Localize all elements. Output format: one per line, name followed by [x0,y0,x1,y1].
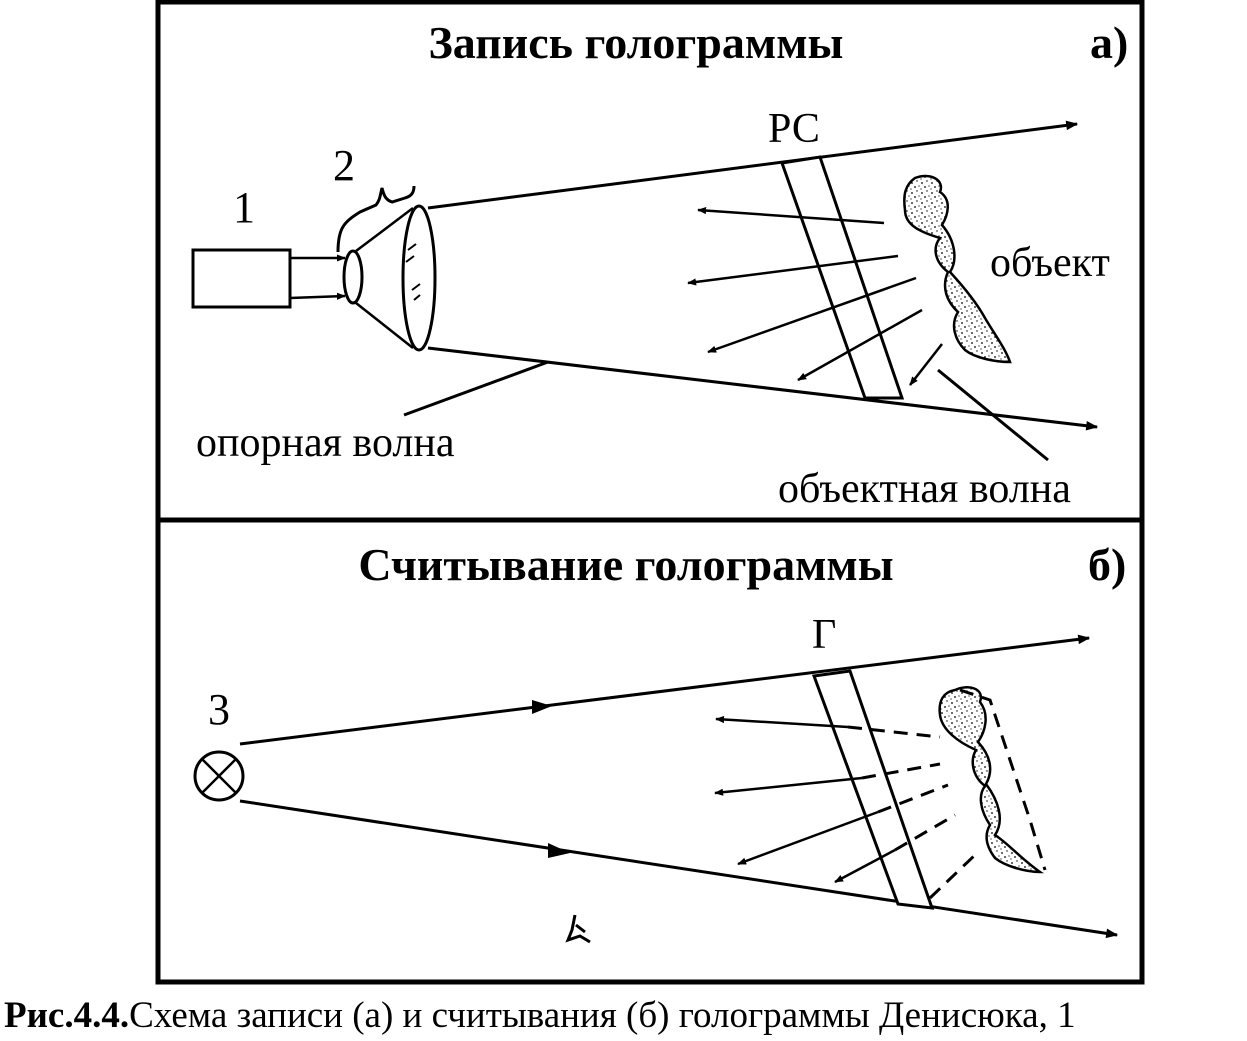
recon-ray-3-dash [877,783,949,814]
panel-a-tag: а) [1090,17,1128,68]
collimator-brace [336,185,416,253]
recon-ray-2 [714,776,863,796]
object-ray-4 [797,308,923,382]
small-lens [342,249,364,305]
object-ray-2 [687,254,899,286]
recon-ray-2-dash [861,762,941,780]
panel-b-title: Считывание голограммы [358,539,893,590]
label-3: 3 [208,685,230,734]
recon-ray-5-dash [928,853,977,900]
caption-text: Схема записи (а) и считывания (б) гологр… [129,995,1076,1036]
panel-a: Запись голограммы а) 1 2 РС объект [191,17,1128,512]
hologram-plate [811,669,935,910]
reference-wave-pointer [403,360,549,417]
object-shape [903,174,1012,364]
recon-ray-4 [834,848,896,884]
cone-bottom [355,302,414,349]
virtual-image [938,686,1044,874]
recon-ray-1 [715,715,849,729]
object-ray-3 [707,276,917,354]
stray-mark [565,914,591,944]
recording-plate [779,155,905,400]
reference-beam-bottom [427,346,1099,431]
source-cross-2 [201,758,237,794]
plate-label: РС [768,106,820,152]
object-wave-label: объектная волна [778,466,1071,512]
object-ray-5 [909,343,943,386]
object-ray-1 [697,206,885,225]
hologram-label: Г [812,612,836,658]
large-lens [401,204,437,352]
reference-beam-top [427,120,1079,210]
recon-ray-3 [737,810,879,866]
virtual-image-outline [959,688,1047,871]
read-beam-top-midarrow [532,700,552,714]
panel-b: Считывание голограммы б) 3 Г [193,539,1126,944]
reference-wave-label: опорная волна [196,420,455,466]
laser-box [191,248,292,309]
laser-beam-lower [289,292,346,300]
read-beam-bottom [239,799,1119,939]
lens-hatch [405,243,421,301]
cone-top [355,207,414,252]
read-beam-bottom-midarrow [548,843,570,858]
caption-prefix: Рис.4.4. [4,995,130,1036]
label-1: 1 [233,183,255,232]
source-lamp [193,750,245,802]
figure-caption: Рис.4.4.Схема записи (а) и считывания (б… [4,994,1247,1038]
label-2: 2 [333,141,355,190]
panel-b-frame [155,517,1145,985]
object-wave-pointer [937,368,1049,462]
panel-a-title: Запись голограммы [429,17,844,68]
object-label: объект [990,240,1110,286]
read-beam-top [239,634,1091,746]
recon-ray-4-dash [894,813,956,852]
panel-b-tag: б) [1088,539,1126,590]
recon-ray-1-dash [847,725,941,739]
